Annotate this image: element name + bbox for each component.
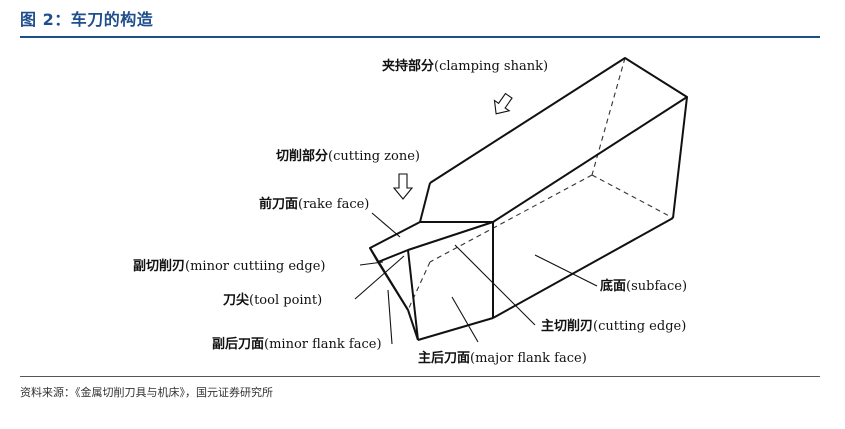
label-rake-face: 前刀面(rake face) — [259, 196, 369, 212]
figure-title: 图 2：车刀的构造 — [20, 10, 154, 29]
clamping-arrow — [493, 92, 513, 115]
label-major-flank-face: 主后刀面(major flank face) — [418, 350, 587, 366]
label-subface: 底面(subface) — [600, 278, 687, 294]
label-minor-cutting-edge: 副切削刃(minor cuttiing edge) — [133, 258, 325, 274]
top-divider — [20, 36, 820, 38]
hidden-edges — [407, 57, 674, 311]
label-minor-flank-face: 副后刀面(minor flank face) — [212, 336, 382, 352]
tool-outline — [369, 57, 688, 341]
source-note: 资料来源：《金属切削刀具与机床》，国元证券研究所 — [20, 386, 273, 399]
label-tool-point: 刀尖(tool point) — [223, 292, 322, 308]
bottom-divider — [20, 376, 820, 377]
label-cutting-zone: 切削部分(cutting zone) — [276, 148, 420, 164]
leader-lines — [354, 212, 598, 345]
label-clamping-shank: 夹持部分(clamping shank) — [382, 58, 548, 74]
cutting-arrow — [392, 173, 414, 200]
label-cutting-edge: 主切削刃(cutting edge) — [541, 318, 686, 334]
